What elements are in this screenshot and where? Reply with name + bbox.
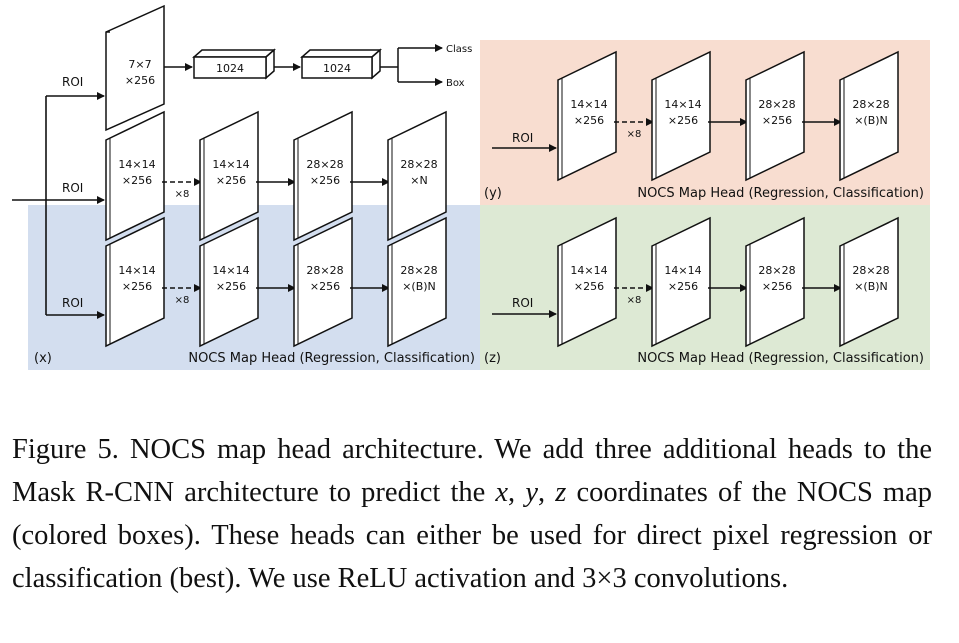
mask-head-block-4: 28×28 ×N bbox=[387, 110, 447, 242]
mask-head-block-2: 14×14 ×256 bbox=[199, 110, 259, 242]
nocs-x-block-2-line-1: 14×14 bbox=[212, 264, 249, 277]
box-head-feature-line1: 7×7 bbox=[128, 58, 151, 71]
nocs-x-block-1: 14×14 ×256 bbox=[105, 216, 165, 348]
nocs-x-block-1-line-2: ×256 bbox=[122, 280, 152, 293]
caption-x-var: x bbox=[495, 477, 509, 508]
nocs-y-block-3-line-2: ×256 bbox=[762, 114, 792, 127]
mask-head-block-1: 14×14 ×256 bbox=[105, 110, 165, 242]
caption-sep1: , bbox=[508, 477, 526, 508]
nocs-y-block-1-line-1: 14×14 bbox=[570, 98, 607, 111]
class-output-label: Class bbox=[446, 44, 472, 55]
nocs-z-block-3: 28×28 ×256 bbox=[745, 216, 805, 348]
nocs-y-block-2-line-2: ×256 bbox=[668, 114, 698, 127]
mask-head-stack: 14×14 ×256 ×8 14×14 ×256 28×28 ×256 28×28 ×N bbox=[105, 110, 447, 242]
mask-head-block-2-line-2: ×256 bbox=[216, 174, 246, 187]
roi-label-x-head: ROI bbox=[62, 296, 83, 310]
nocs-z-block-4: 28×28 ×(B)N bbox=[839, 216, 899, 348]
mask-head-block-4-line-2: ×N bbox=[410, 174, 427, 187]
nocs-y-block-4-line-1: 28×28 bbox=[852, 98, 889, 111]
nocs-y-block-3: 28×28 ×256 bbox=[745, 50, 805, 182]
mask-head-block-3-line-1: 28×28 bbox=[306, 158, 343, 171]
input-bracket bbox=[12, 92, 105, 319]
panel-y-label: (y) bbox=[484, 186, 502, 201]
mask-head-block-3: 28×28 ×256 bbox=[293, 110, 353, 242]
nocs-x-repeat-label: ×8 bbox=[175, 295, 190, 306]
figure-caption: Figure 5. NOCS map head architecture. We… bbox=[12, 428, 932, 600]
nocs-y-repeat-label: ×8 bbox=[627, 129, 642, 140]
caption-sep2: , bbox=[537, 477, 556, 508]
nocs-x-block-3-line-2: ×256 bbox=[310, 280, 340, 293]
nocs-x-block-4: 28×28 ×(B)N bbox=[387, 216, 447, 348]
nocs-z-repeat-label: ×8 bbox=[627, 295, 642, 306]
nocs-z-block-1: 14×14 ×256 bbox=[557, 216, 617, 348]
box-head-feature-block bbox=[105, 4, 165, 132]
fc2-label: 1024 bbox=[323, 62, 351, 75]
nocs-y-block-1: 14×14 ×256 bbox=[557, 50, 617, 182]
nocs-z-block-3-line-1: 28×28 bbox=[758, 264, 795, 277]
architecture-diagram: (x) NOCS Map Head (Regression, Classific… bbox=[12, 4, 930, 370]
box-head-outputs bbox=[380, 44, 443, 86]
caption-y-var: y bbox=[525, 477, 538, 508]
panel-x-label: (x) bbox=[34, 351, 52, 366]
mask-head-block-3-line-2: ×256 bbox=[310, 174, 340, 187]
nocs-x-block-2-line-2: ×256 bbox=[216, 280, 246, 293]
fc1-block bbox=[192, 48, 276, 80]
roi-label-y-head: ROI bbox=[512, 131, 533, 145]
box-head-feature-line2: ×256 bbox=[125, 74, 155, 87]
mask-head-block-1-line-2: ×256 bbox=[122, 174, 152, 187]
nocs-y-block-4: 28×28 ×(B)N bbox=[839, 50, 899, 182]
nocs-x-block-4-line-1: 28×28 bbox=[400, 264, 437, 277]
panel-z-label: (z) bbox=[484, 351, 501, 366]
panel-x-title: NOCS Map Head (Regression, Classificatio… bbox=[188, 351, 475, 366]
nocs-x-block-2: 14×14 ×256 bbox=[199, 216, 259, 348]
nocs-y-block-1-line-2: ×256 bbox=[574, 114, 604, 127]
mask-head-block-1-line-1: 14×14 bbox=[118, 158, 155, 171]
nocs-x-block-3-line-1: 28×28 bbox=[306, 264, 343, 277]
nocs-z-block-1-line-1: 14×14 bbox=[570, 264, 607, 277]
nocs-y-block-2: 14×14 ×256 bbox=[651, 50, 711, 182]
nocs-z-head-stack: 14×14 ×256 ×8 14×14 ×256 28×28 ×256 28×28 ×(B)N bbox=[557, 216, 899, 348]
caption-z-var: z bbox=[555, 477, 567, 508]
nocs-y-block-3-line-1: 28×28 bbox=[758, 98, 795, 111]
roi-label-box-head: ROI bbox=[62, 75, 83, 89]
nocs-x-block-1-line-1: 14×14 bbox=[118, 264, 155, 277]
mask-head-repeat-label: ×8 bbox=[175, 189, 190, 200]
nocs-x-head-stack: 14×14 ×256 ×8 14×14 ×256 28×28 ×256 28×28 ×(B)N bbox=[105, 216, 447, 348]
nocs-z-block-2-line-2: ×256 bbox=[668, 280, 698, 293]
nocs-x-block-3: 28×28 ×256 bbox=[293, 216, 353, 348]
nocs-y-head-stack: 14×14 ×256 ×8 14×14 ×256 28×28 ×256 28×28 ×(B)N bbox=[557, 50, 899, 182]
nocs-y-block-4-line-2: ×(B)N bbox=[854, 114, 888, 127]
panel-y-title: NOCS Map Head (Regression, Classificatio… bbox=[637, 186, 924, 201]
caption-suffix: coordinates of the NOCS map (colored box… bbox=[12, 477, 933, 594]
box-output-label: Box bbox=[446, 78, 465, 89]
roi-label-z-head: ROI bbox=[512, 296, 533, 310]
roi-label-mask-head: ROI bbox=[62, 181, 83, 195]
nocs-z-block-2-line-1: 14×14 bbox=[664, 264, 701, 277]
fc2-block bbox=[300, 48, 382, 80]
mask-head-block-2-line-1: 14×14 bbox=[212, 158, 249, 171]
nocs-z-block-4-line-2: ×(B)N bbox=[854, 280, 888, 293]
nocs-x-block-4-line-2: ×(B)N bbox=[402, 280, 436, 293]
panel-z-title: NOCS Map Head (Regression, Classificatio… bbox=[637, 351, 924, 366]
nocs-z-block-2: 14×14 ×256 bbox=[651, 216, 711, 348]
nocs-z-block-1-line-2: ×256 bbox=[574, 280, 604, 293]
caption-prefix: Figure 5. NOCS map head architecture. We… bbox=[12, 434, 932, 508]
nocs-y-block-2-line-1: 14×14 bbox=[664, 98, 701, 111]
fc1-label: 1024 bbox=[216, 62, 244, 75]
nocs-z-block-4-line-1: 28×28 bbox=[852, 264, 889, 277]
nocs-z-block-3-line-2: ×256 bbox=[762, 280, 792, 293]
mask-head-block-4-line-1: 28×28 bbox=[400, 158, 437, 171]
